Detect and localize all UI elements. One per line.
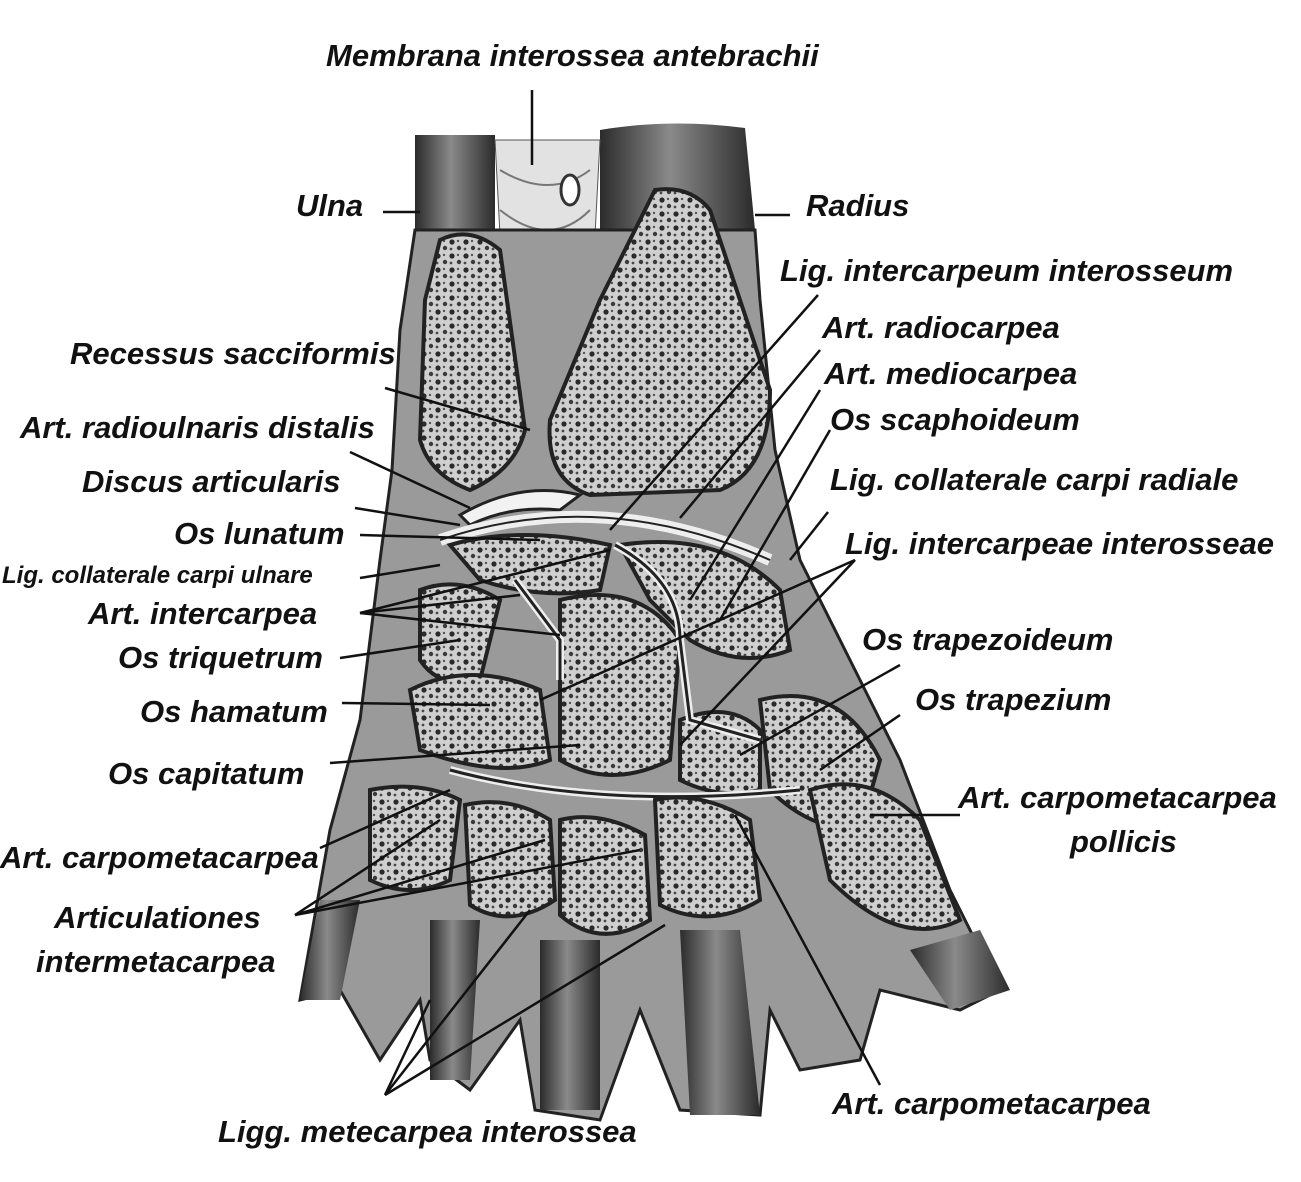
label-art-radioulnaris: Art. radioulnaris distalis bbox=[20, 410, 375, 445]
label-os-trapezium: Os trapezium bbox=[915, 682, 1112, 717]
label-lig-intercarpeae: Lig. intercarpeae interosseae bbox=[845, 526, 1275, 561]
radius-head bbox=[547, 187, 773, 498]
label-art-cmc-bottom: Art. carpometacarpea bbox=[832, 1086, 1151, 1121]
label-radius: Radius bbox=[806, 188, 910, 223]
label-os-triquetrum: Os triquetrum bbox=[118, 640, 323, 675]
label-lig-intercarpeum: Lig. intercarpeum interosseum bbox=[780, 253, 1234, 288]
label-art-mediocarpea: Art. mediocarpea bbox=[824, 356, 1078, 391]
label-artic-intermeta-2: intermetacarpea bbox=[36, 944, 276, 979]
label-ulna: Ulna bbox=[296, 188, 364, 223]
articular-disc bbox=[457, 489, 584, 527]
label-os-hamatum: Os hamatum bbox=[140, 694, 328, 729]
metacarpal-bases bbox=[368, 782, 963, 936]
label-discus: Discus articularis bbox=[82, 464, 341, 499]
label-recessus: Recessus sacciformis bbox=[70, 336, 396, 371]
label-lig-coll-radiale: Lig. collaterale carpi radiale bbox=[830, 462, 1239, 497]
label-os-lunatum: Os lunatum bbox=[174, 516, 345, 551]
label-art-cmc-pollicis-2: pollicis bbox=[1070, 824, 1177, 859]
label-art-cmc-left: Art. carpometacarpea bbox=[0, 840, 319, 875]
label-art-cmc-pollicis-1: Art. carpometacarpea bbox=[958, 780, 1277, 815]
ulna-head bbox=[417, 232, 528, 493]
label-ligg-metacarpea: Ligg. metecarpea interossea bbox=[218, 1114, 637, 1149]
label-os-scaphoideum: Os scaphoideum bbox=[830, 402, 1080, 437]
metacarpal-shafts bbox=[300, 900, 1010, 1115]
label-art-radiocarpea: Art. radiocarpea bbox=[822, 310, 1060, 345]
label-membrana: Membrana interossea antebrachii bbox=[326, 38, 819, 73]
label-os-capitatum: Os capitatum bbox=[108, 756, 305, 791]
radius-shaft bbox=[600, 123, 755, 230]
label-art-intercarpea: Art. intercarpea bbox=[88, 596, 318, 631]
label-artic-intermeta-1: Articulationes bbox=[54, 900, 261, 935]
leader-lines bbox=[294, 90, 960, 1097]
label-os-trapezoideum: Os trapezoideum bbox=[862, 622, 1114, 657]
label-lig-coll-ulnare: Lig. collaterale carpi ulnare bbox=[2, 562, 313, 589]
